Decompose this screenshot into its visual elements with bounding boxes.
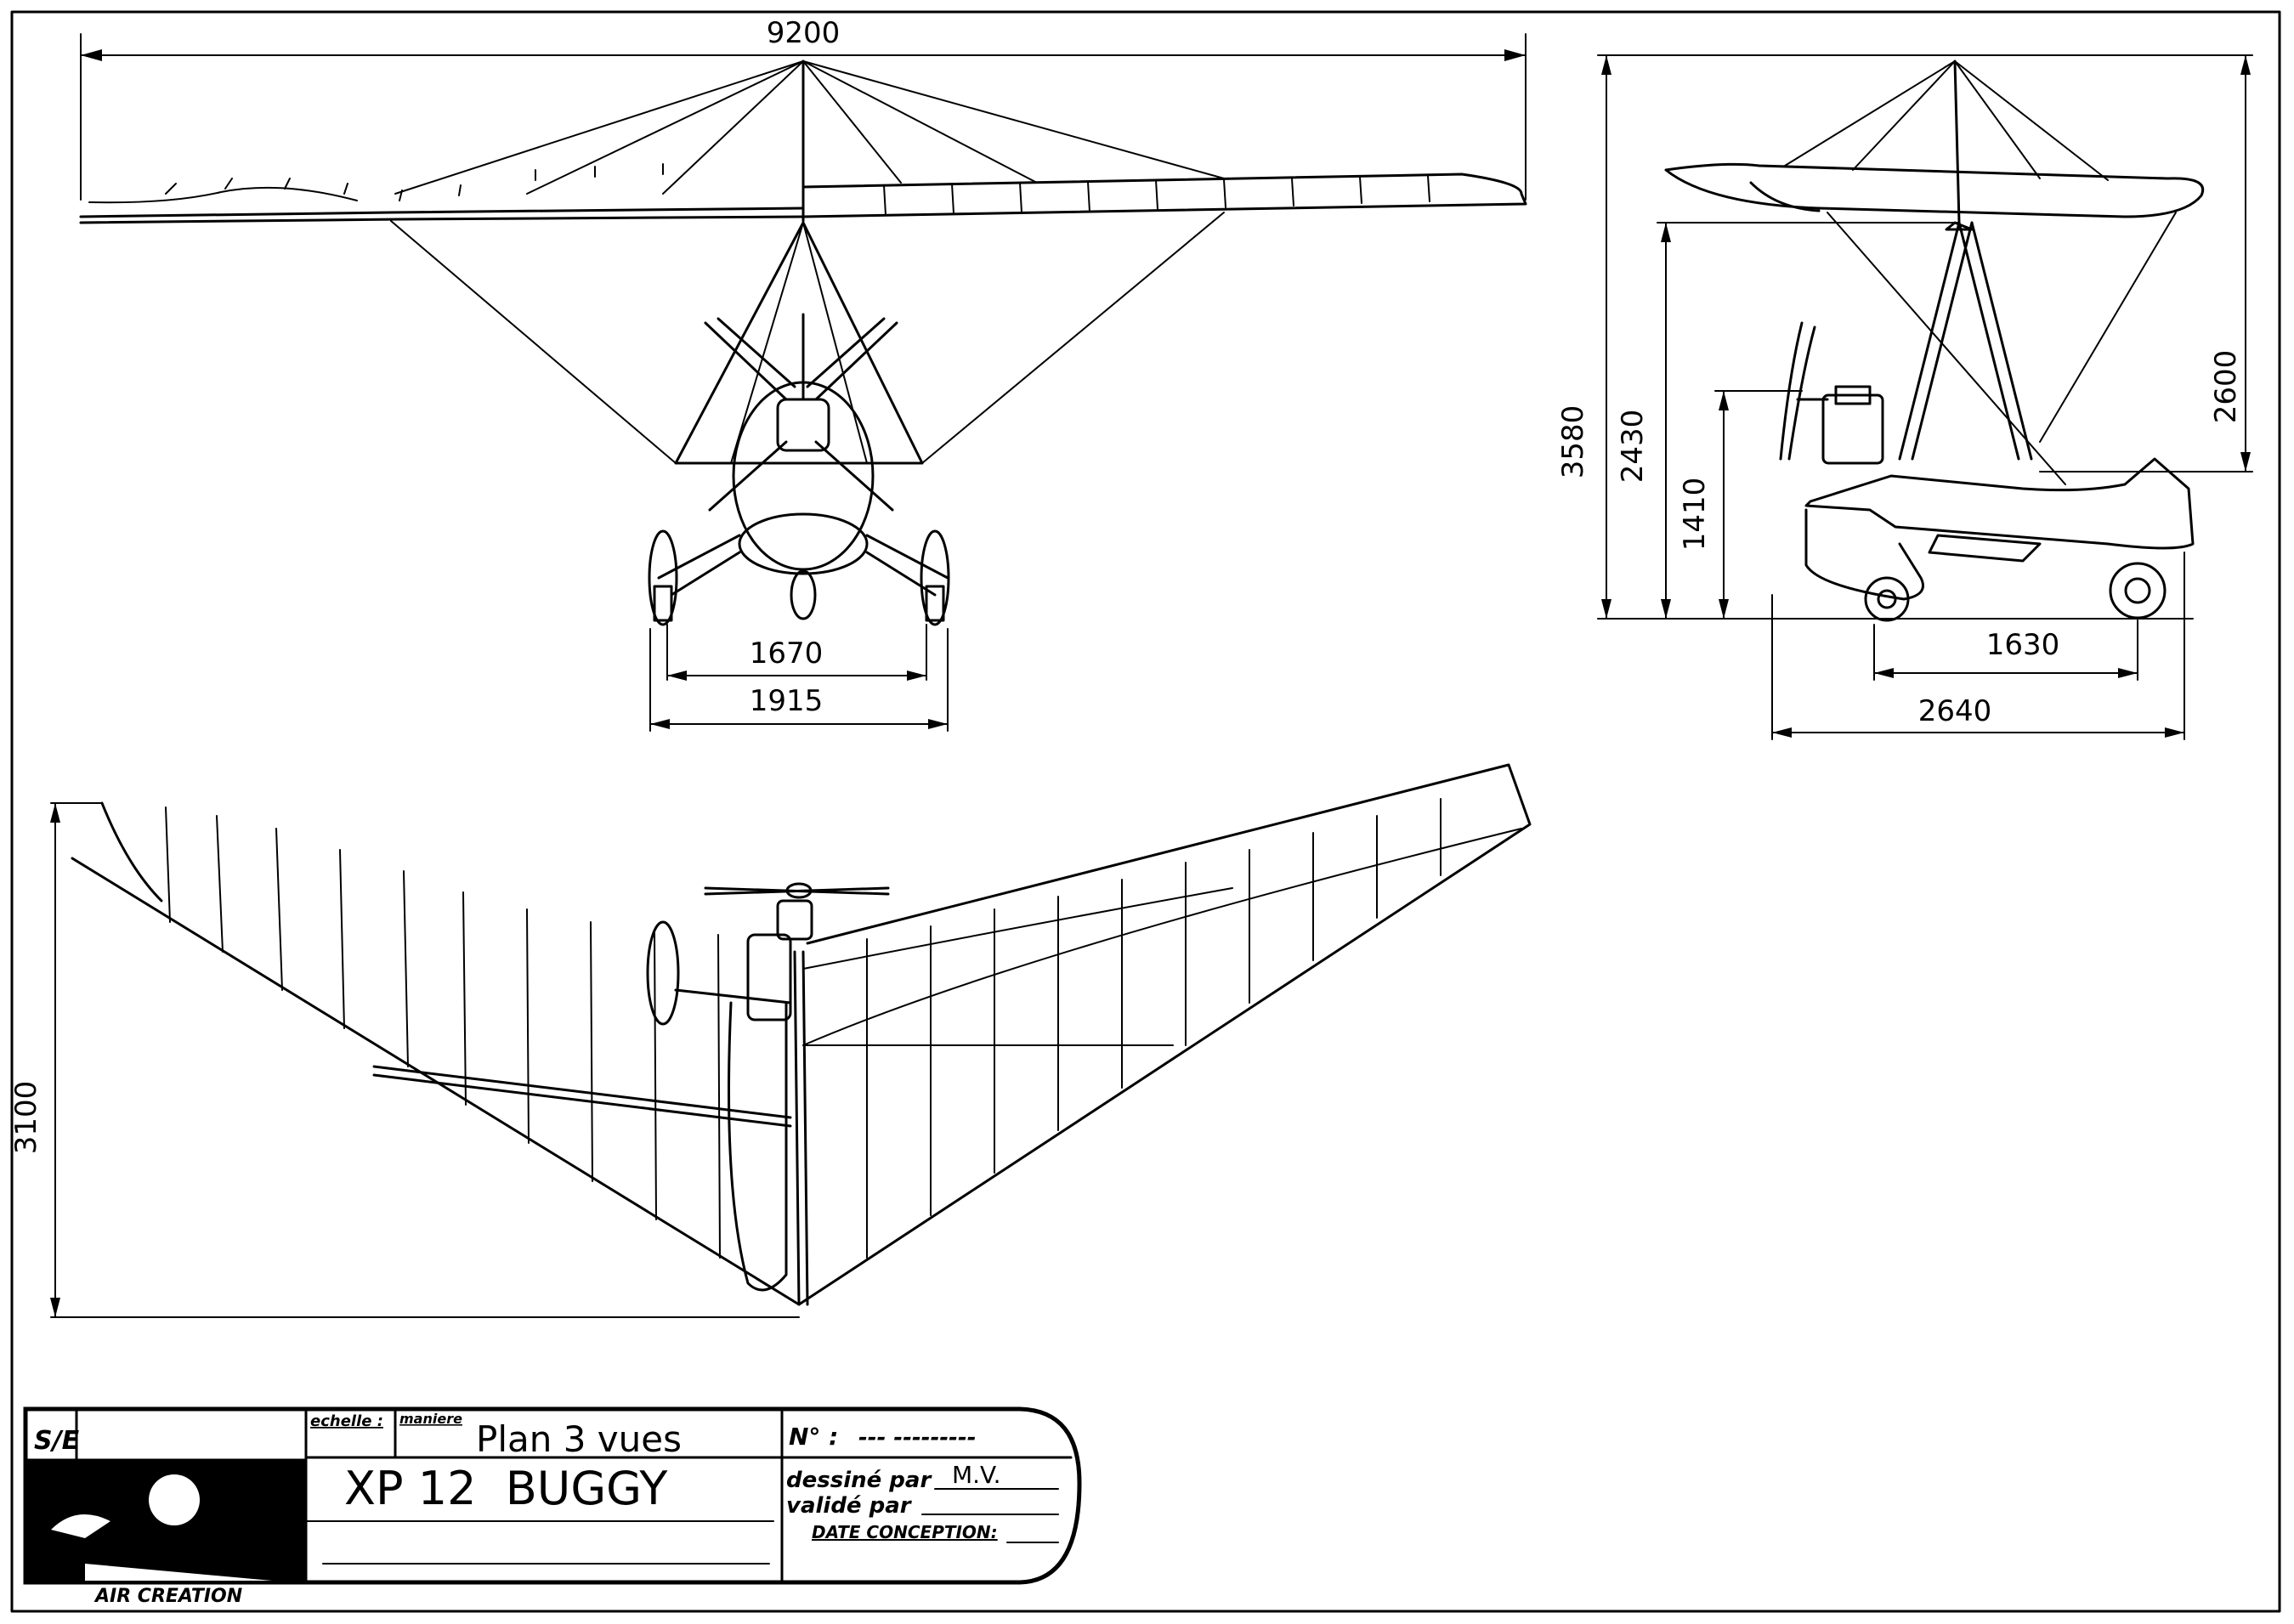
height-dimensions: 3580 2430 1410 2600 xyxy=(1556,54,2253,620)
aircraft-name: XP 12 BUGGY xyxy=(344,1462,668,1515)
track-dimensions: 1670 1915 xyxy=(649,624,949,732)
manner-label: maniere xyxy=(399,1411,462,1427)
side-view: 3580 2430 1410 2600 1630 xyxy=(1556,54,2253,740)
drawn-by-value: M.V. xyxy=(952,1461,1001,1489)
wheelbase-label: 1630 xyxy=(1986,628,2060,662)
height-2600-label: 2600 xyxy=(2209,350,2243,424)
span-dimension-label: 9200 xyxy=(767,16,841,50)
top-view: 3100 xyxy=(9,763,1532,1318)
chord-dimension-label: 3100 xyxy=(9,1081,43,1155)
plan-title: Plan 3 vues xyxy=(476,1418,682,1460)
company-logo-text: AIR CREATION xyxy=(93,1586,242,1607)
title-block: AIR CREATION S/E echelle : maniere Plan … xyxy=(23,1406,1082,1607)
height-2430-label: 2430 xyxy=(1616,410,1650,484)
track-outer-label: 1915 xyxy=(750,684,824,718)
sheet-border xyxy=(10,10,2281,1613)
chord-dimension: 3100 xyxy=(9,802,800,1318)
front-view: 9200 xyxy=(79,16,1527,732)
length-dimensions: 1630 2640 xyxy=(1771,552,2185,740)
validated-by-label: validé par xyxy=(786,1493,913,1519)
number-label: N° : xyxy=(789,1423,838,1451)
track-inner-label: 1670 xyxy=(750,637,824,671)
length-label: 2640 xyxy=(1918,694,1992,728)
corner-mark: S/E xyxy=(34,1426,80,1456)
number-value: --- --------- xyxy=(858,1425,977,1451)
design-date-label: DATE CONCEPTION: xyxy=(812,1522,998,1542)
span-dimension: 9200 xyxy=(80,16,1527,201)
overall-height-label: 3580 xyxy=(1556,405,1590,479)
drawn-by-label: dessiné par xyxy=(786,1468,932,1493)
scale-label: echelle : xyxy=(310,1412,383,1430)
height-1410-label: 1410 xyxy=(1678,478,1712,552)
